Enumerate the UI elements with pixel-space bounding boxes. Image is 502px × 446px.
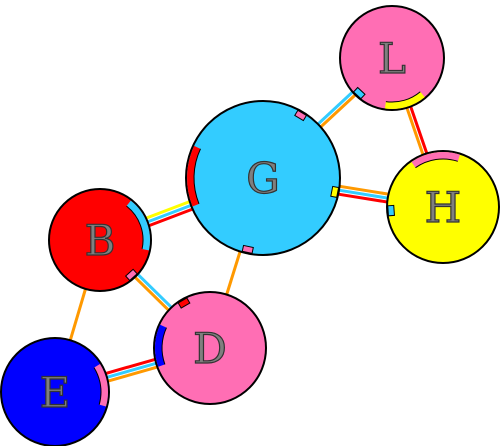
node-label-e: E	[40, 368, 71, 417]
edge-g-h	[338, 184, 389, 204]
node-h	[386, 150, 500, 264]
edge-strand	[339, 184, 389, 196]
marker-arc-d-blue	[154, 324, 167, 367]
markers-layer	[93, 86, 460, 407]
marker-arc-l-yellow	[384, 91, 425, 109]
marker-tick-h-cyan	[387, 204, 395, 217]
marker-arc-h-pink	[411, 152, 460, 168]
edge-strand	[316, 90, 354, 126]
node-label-d: D	[193, 324, 227, 373]
edge-g-l	[316, 90, 357, 129]
edge-b-e	[68, 288, 87, 341]
marker-arc-l-yellow-outline	[385, 91, 421, 103]
marker-arc-h-pink-outline	[415, 158, 458, 169]
edge-strand	[225, 251, 242, 295]
nodes-layer	[0, 5, 500, 446]
edge-strand	[319, 93, 357, 129]
edge-strand	[145, 200, 191, 220]
edges-layer	[68, 90, 429, 383]
node-label-h: H	[425, 183, 462, 232]
marker-arc-b-cyan	[126, 200, 150, 251]
edge-strand	[409, 106, 429, 154]
marker-tick-g-yellow	[330, 185, 340, 198]
edge-strand	[338, 192, 388, 204]
marker-tick-b-pink	[124, 268, 138, 282]
marker-tick-g-pink	[294, 109, 308, 122]
node-l	[339, 5, 445, 111]
edge-strand	[338, 188, 388, 200]
node-g	[185, 100, 341, 256]
marker-tick-g-pink-2	[241, 244, 254, 254]
node-d	[153, 291, 267, 405]
edge-b-g	[145, 200, 194, 228]
edge-strand	[106, 361, 157, 379]
edge-strand	[136, 273, 173, 309]
node-b	[48, 188, 152, 292]
marker-arc-e-pink	[93, 363, 108, 407]
edge-e-d	[105, 357, 158, 383]
edge-strand	[107, 365, 158, 383]
edge-l-h	[405, 106, 429, 156]
marker-arc-b-cyan-outline	[126, 205, 144, 250]
labels-layer: G L H B D E	[39, 33, 462, 417]
marker-arc-g-red	[187, 145, 201, 207]
marker-arc-d-blue-outline	[161, 327, 167, 365]
marker-tick-l-cyan	[352, 86, 366, 100]
node-e	[0, 337, 110, 446]
edge-strand	[133, 276, 170, 312]
marker-tick-d-red	[177, 297, 191, 309]
edge-strand	[147, 203, 192, 224]
node-label-l: L	[378, 34, 406, 83]
edge-strand	[105, 357, 156, 375]
edge-b-d	[133, 273, 173, 312]
marker-arc-g-red-outline	[193, 148, 201, 204]
marker-arc-e-pink-outline	[93, 367, 102, 405]
edge-strand	[148, 207, 194, 228]
node-label-g: G	[246, 154, 280, 203]
edge-strand	[405, 107, 425, 156]
edge-g-d	[225, 251, 242, 295]
node-label-b: B	[85, 216, 116, 265]
edge-strand	[68, 288, 87, 341]
